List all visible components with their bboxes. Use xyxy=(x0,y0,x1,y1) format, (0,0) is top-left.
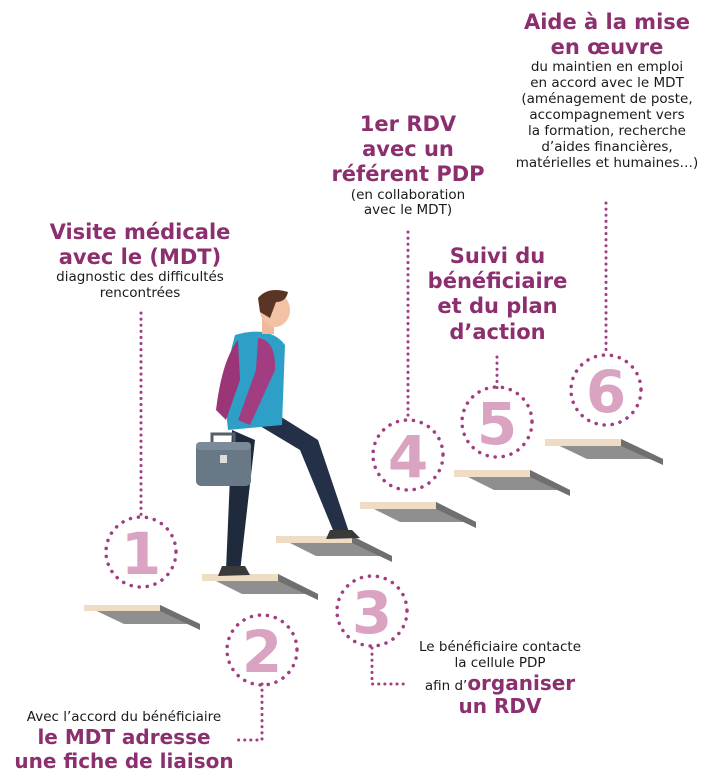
step-2-desc-line-1: Avec l’accord du bénéficiaire xyxy=(26,709,222,725)
step-4-desc-line-2: avec le MDT) xyxy=(363,202,453,219)
step-6-title-line-2: en œuvre xyxy=(550,35,664,60)
step-1-title-line-1: Visite médicale xyxy=(49,220,231,244)
connector-3 xyxy=(370,646,410,686)
step-4-title-line-1: 1er RDV xyxy=(359,112,457,136)
step-4-badge: 4 xyxy=(371,418,445,492)
step-4-text: 1er RDV avec un référent PDP (en collabo… xyxy=(318,112,498,219)
step-2-badge: 2 xyxy=(225,613,299,687)
step-4-title-line-2: avec un xyxy=(362,137,454,162)
step-3-badge: 3 xyxy=(335,574,409,648)
step-6-desc-line-4: accompagnement vers xyxy=(529,107,685,124)
step-5-badge: 5 xyxy=(460,385,534,459)
step-1-number: 1 xyxy=(121,520,161,588)
step-3-desc-line-1: Le bénéficiaire contacte xyxy=(419,639,581,655)
stair-step-4 xyxy=(360,502,476,528)
stair-step-1 xyxy=(84,605,200,630)
step-1-desc-line-2: rencontrées xyxy=(99,285,181,302)
step-5-number: 5 xyxy=(477,390,517,458)
step-3-mixed-line: afin d’organiser xyxy=(400,670,600,696)
step-6-desc-line-5: la formation, recherche xyxy=(528,123,686,140)
step-6-title-line-1: Aide à la mise xyxy=(523,10,691,34)
step-6-number: 6 xyxy=(586,358,626,426)
step-6-desc-line-1: du maintien en emploi xyxy=(530,59,684,76)
step-3-title-inline: organiser xyxy=(467,670,576,695)
stair-step-6 xyxy=(545,439,663,465)
step-3-desc-line-2: la cellule PDP xyxy=(454,654,546,671)
step-6-text: Aide à la mise en œuvre du maintien en e… xyxy=(500,10,714,172)
step-1-title-line-2: avec le (MDT) xyxy=(58,245,222,270)
man-climbing-illustration xyxy=(196,290,360,576)
step-4-desc-line-1: (en collaboration xyxy=(350,186,466,203)
step-3-text: Le bénéficiaire contacte la cellule PDP … xyxy=(400,639,600,719)
step-3-title-line-1: un RDV xyxy=(458,694,542,719)
stair-step-5 xyxy=(454,470,570,496)
step-6-desc-line-7: matérielles et humaines…) xyxy=(515,154,699,171)
step-5-title-line-1: Suivi du xyxy=(449,244,546,268)
stair-step-2 xyxy=(202,574,318,600)
step-6-desc-line-6: d’aides financières, xyxy=(541,138,673,155)
step-1-text: Visite médicale avec le (MDT) diagnostic… xyxy=(30,220,250,302)
step-2-text: Avec l’accord du bénéficiaire le MDT adr… xyxy=(8,709,240,773)
step-3-desc-inline: afin d’ xyxy=(424,677,468,694)
step-1-desc-line-1: diagnostic des difficultés xyxy=(56,269,224,286)
step-5-text: Suivi du bénéficiaire et du plan d’actio… xyxy=(415,244,580,345)
step-1-badge: 1 xyxy=(104,515,178,589)
step-5-title-line-2: bénéficiaire xyxy=(427,269,568,294)
step-6-badge: 6 xyxy=(569,353,643,427)
step-5-title-line-4: d’action xyxy=(449,319,546,344)
step-4-number: 4 xyxy=(388,423,428,491)
step-6-desc-line-2: en accord avec le MDT xyxy=(530,75,684,92)
step-2-number: 2 xyxy=(242,618,282,686)
step-3-number: 3 xyxy=(352,579,392,647)
step-4-title-line-3: référent PDP xyxy=(331,162,485,187)
step-6-desc-line-3: (aménagement de poste, xyxy=(521,91,693,108)
step-2-title-line-1: le MDT adresse xyxy=(37,724,211,749)
step-2-title-line-2: une fiche de liaison xyxy=(14,748,234,773)
connector-2 xyxy=(233,682,264,742)
stair-step-3 xyxy=(276,536,392,562)
step-5-title-line-3: et du plan xyxy=(437,294,558,319)
